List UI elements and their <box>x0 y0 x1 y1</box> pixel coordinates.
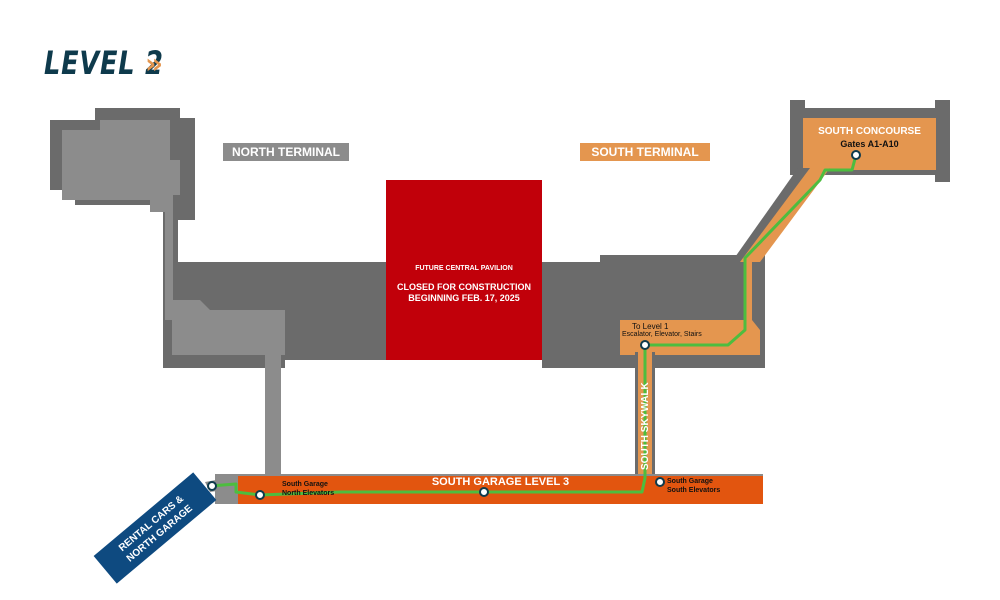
stop-marker-icon[interactable] <box>640 340 650 350</box>
south-concourse-gates: Gates A1-A10 <box>840 139 899 149</box>
south-terminal-label: SOUTH TERMINAL <box>580 143 710 161</box>
stop-marker-icon[interactable] <box>851 150 861 160</box>
rental-cars-sign[interactable]: RENTAL CARS & NORTH GARAGE <box>93 472 217 584</box>
south-elevators-line2: South Elevators <box>667 487 721 494</box>
north-elevators-line2: North Elevators <box>282 490 335 497</box>
south-elevators-line1: South Garage <box>667 478 713 485</box>
central-pavilion <box>386 180 542 360</box>
page-title: LEVEL 2 <box>44 44 164 82</box>
south-garage-level-3 <box>238 476 763 504</box>
north-terminal-building <box>62 120 285 355</box>
stop-marker-icon[interactable] <box>255 490 265 500</box>
north-garage-connector <box>265 355 281 477</box>
south-garage-label: SOUTH GARAGE LEVEL 3 <box>431 476 570 488</box>
south-concourse-area <box>803 118 936 170</box>
stop-marker-icon[interactable] <box>655 477 665 487</box>
south-terminal-public-area <box>620 255 760 355</box>
north-elevators-line1: South Garage <box>282 481 328 488</box>
south-concourse-name: SOUTH CONCOURSE <box>818 126 921 137</box>
pavilion-name: FUTURE CENTRAL PAVILION <box>415 265 513 272</box>
walking-route <box>209 154 858 497</box>
double-chevron-right-icon: » <box>145 47 164 80</box>
pavilion-status-line2: BEGINNING FEB. 17, 2025 <box>408 293 520 303</box>
level1-detail: Escalator, Elevator, Stairs <box>622 331 702 338</box>
south-skywalk-label: SOUTH SKYWALK <box>640 381 651 470</box>
pavilion-status-line1: CLOSED FOR CONSTRUCTION <box>397 282 531 292</box>
north-terminal-label: NORTH TERMINAL <box>223 143 349 161</box>
stop-marker-icon[interactable] <box>207 481 217 491</box>
stop-marker-icon[interactable] <box>479 487 489 497</box>
level1-title: To Level 1 <box>632 322 669 331</box>
